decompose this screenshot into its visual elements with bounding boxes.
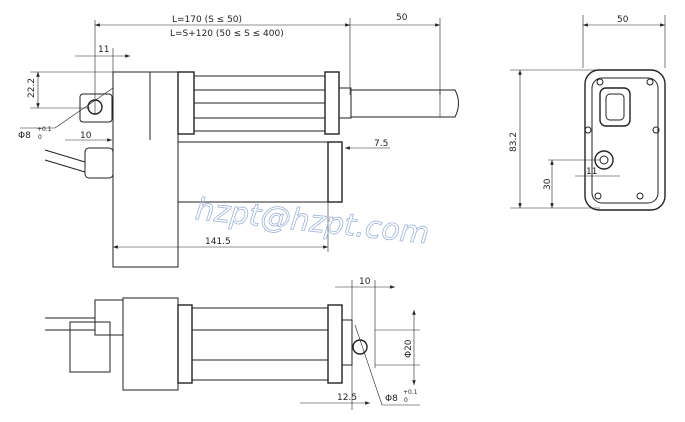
tol-upper: +0.1 xyxy=(403,389,418,396)
tol-upper: +0.1 xyxy=(37,126,52,133)
length-label-2: L=S+120 (50 ≤ S ≤ 400) xyxy=(170,29,284,39)
stroke-ext-label: 50 xyxy=(396,13,408,23)
hole-dia-label: Φ8 xyxy=(385,394,398,404)
end-offset-label: 12.5 xyxy=(337,393,357,403)
length-label-1: L=170 (S ≤ 50) xyxy=(172,15,242,25)
rod-offset-label: 7.5 xyxy=(374,139,388,149)
end-width-label: 50 xyxy=(617,15,629,25)
end-height-label: 83.2 xyxy=(509,132,519,152)
hole-width-label: 11 xyxy=(586,167,597,177)
top-view: L=170 (S ≤ 50) L=S+120 (50 ≤ S ≤ 400) 50… xyxy=(18,13,459,268)
rod-dia-label: Φ20 xyxy=(404,339,414,358)
hole-height-label: 30 xyxy=(543,178,553,190)
tol-lower: 0 xyxy=(38,134,42,141)
end-width-label: 10 xyxy=(359,277,371,287)
tol-lower: 0 xyxy=(404,397,408,404)
hole-offset-label: 10 xyxy=(80,131,92,141)
body-length-label: 141.5 xyxy=(205,237,231,247)
height-label: 22.2 xyxy=(27,78,37,98)
end-view: 50 83.2 30 11 xyxy=(509,15,666,211)
hole-dia-label: Φ8 xyxy=(18,131,31,141)
bottom-view: 10 Φ20 12.5 Φ8 +0.1 0 xyxy=(45,277,420,410)
bracket-width-label: 11 xyxy=(98,45,109,55)
